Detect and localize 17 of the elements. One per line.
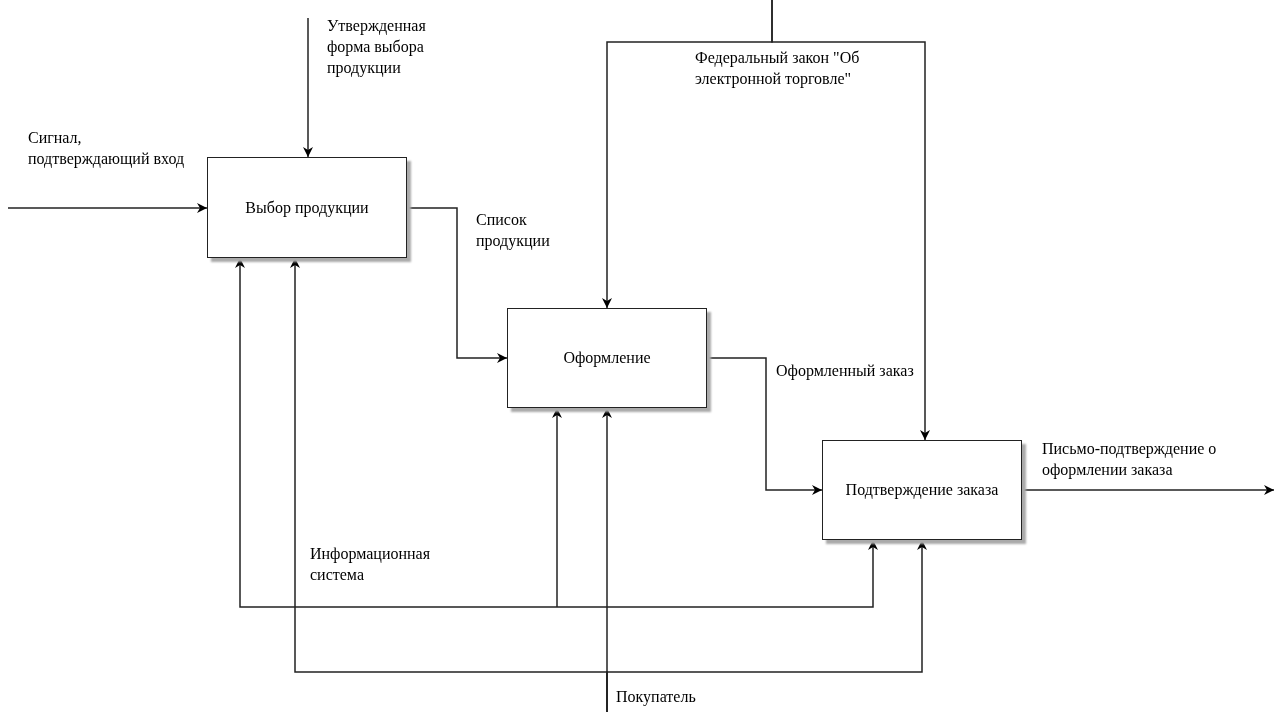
arrow <box>556 539 878 608</box>
process-box <box>507 308 707 408</box>
edge-label: Оформленный заказ <box>776 361 916 382</box>
arrow <box>552 407 562 608</box>
box-label: Выбор продукции <box>245 197 369 219</box>
arrow <box>1021 485 1275 495</box>
arrow <box>606 539 927 713</box>
box-label: Оформление <box>563 348 651 369</box>
box-label: Подтверждение заказа <box>845 480 999 501</box>
arrow <box>406 207 508 363</box>
arrow <box>235 257 558 608</box>
arrow <box>706 357 823 495</box>
arrow <box>303 17 313 158</box>
process-box <box>822 440 1022 540</box>
process-box <box>207 157 407 258</box>
arrow <box>7 203 208 213</box>
arrow <box>771 0 930 441</box>
